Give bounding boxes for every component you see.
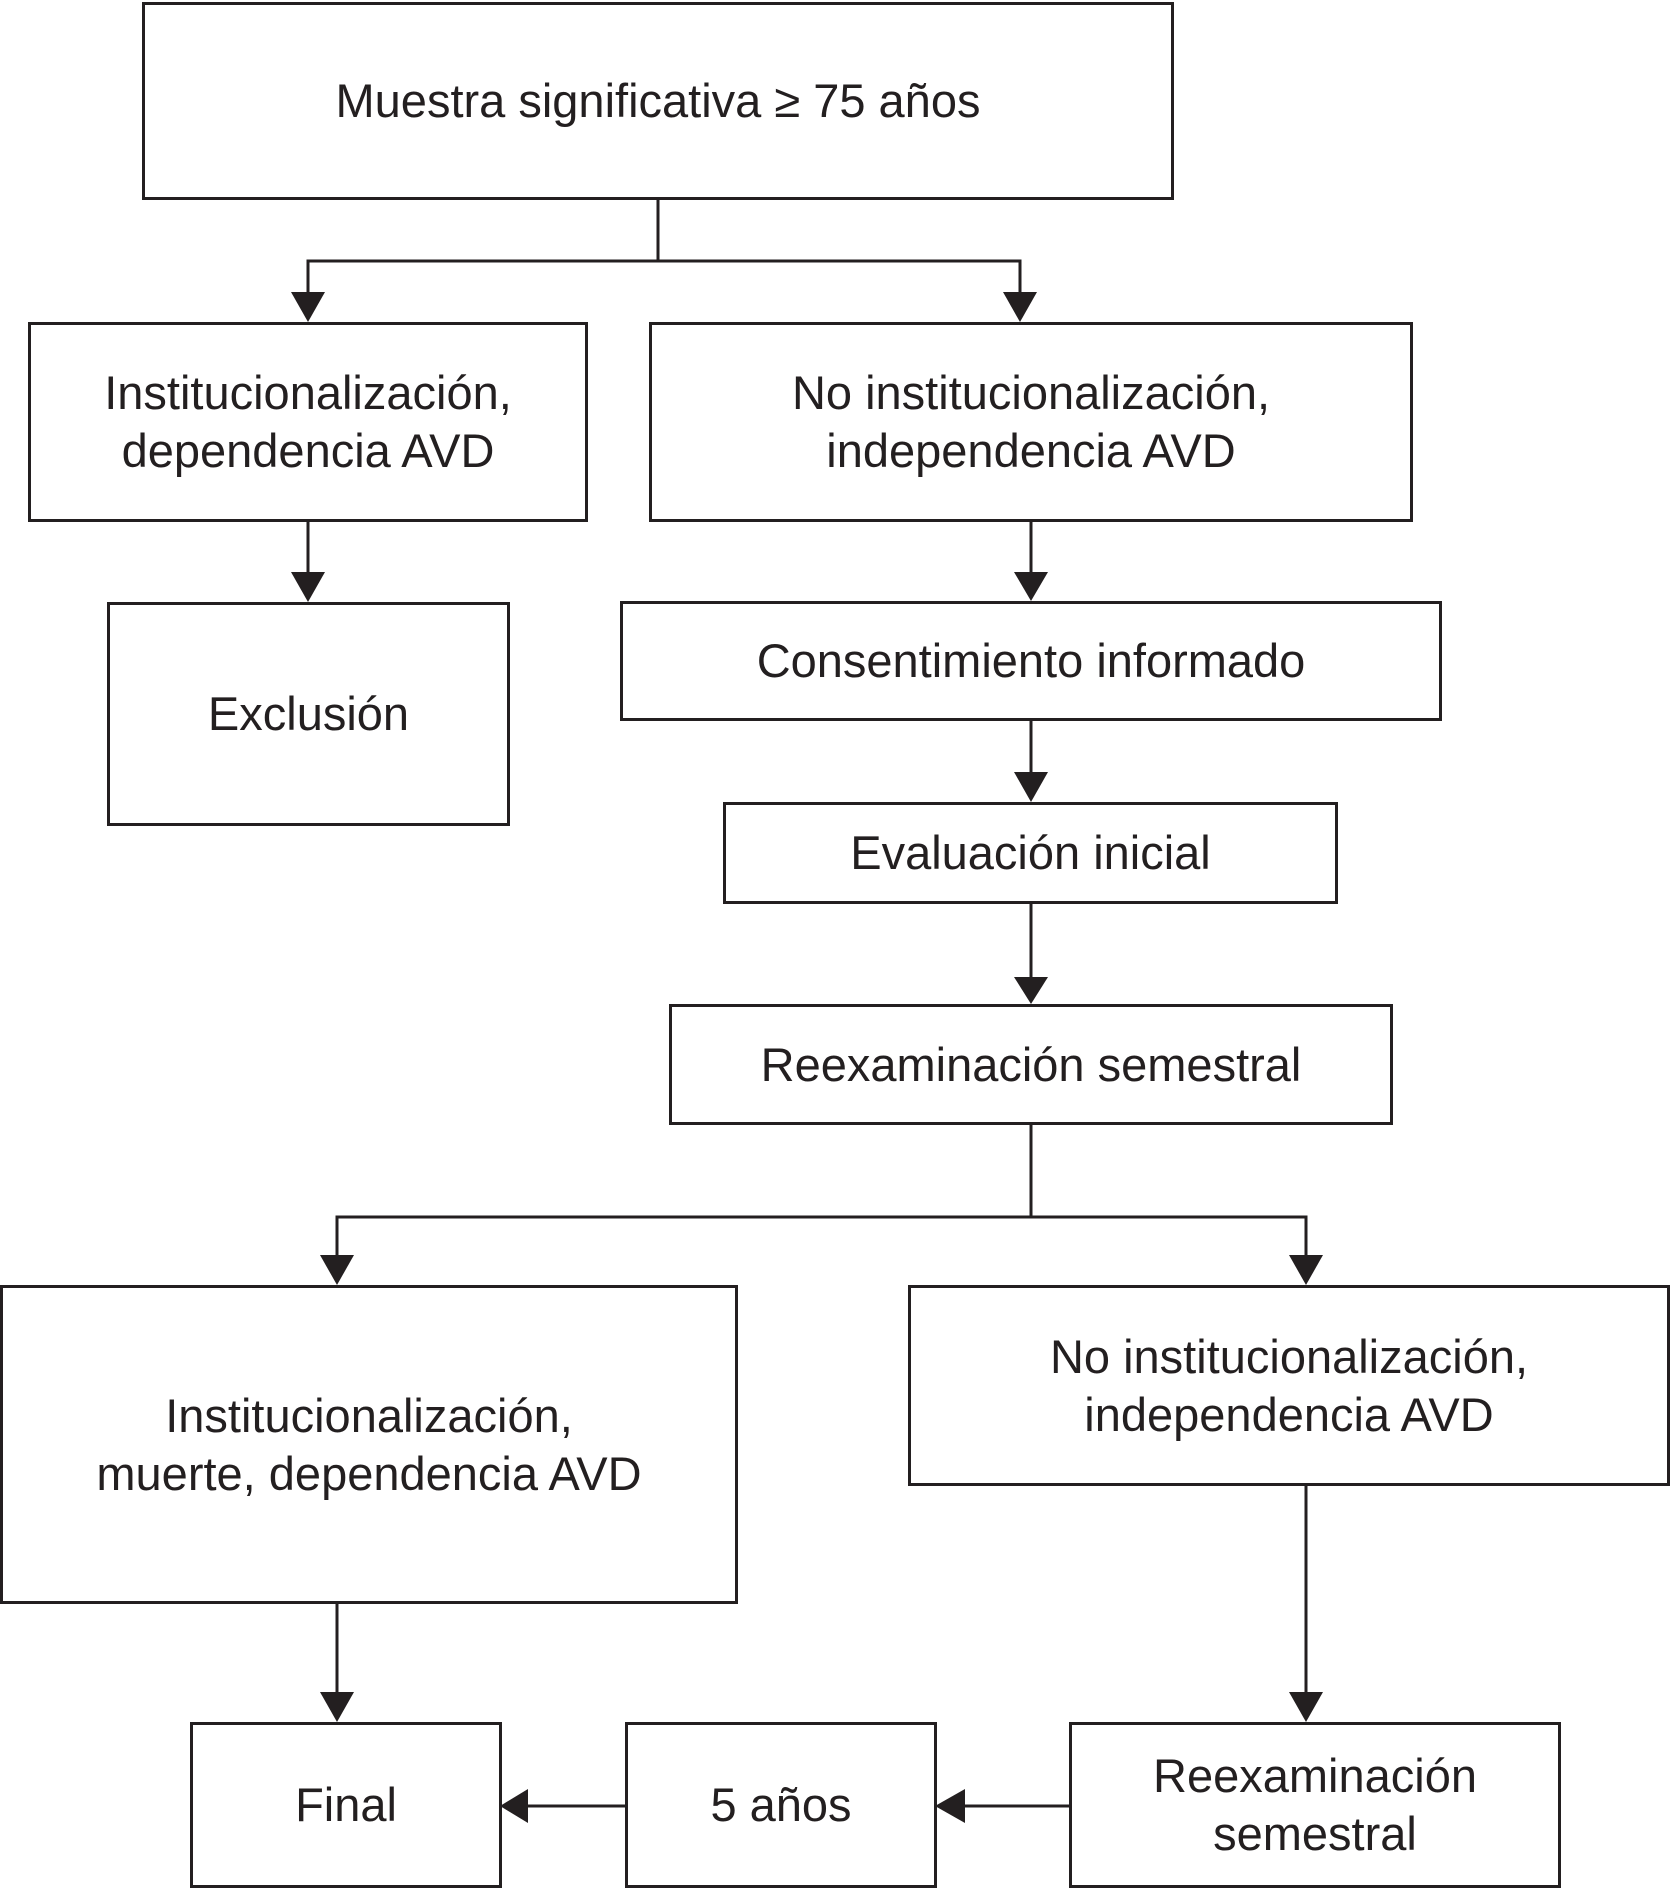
node-semester-review-2-line-2: semestral [1213, 1807, 1417, 1860]
node-excluded-criteria-line-1: Institucionalización, [104, 366, 512, 419]
node-excluded-criteria: Institucionalización, dependencia AVD [28, 322, 588, 522]
node-consent: Consentimiento informado [620, 601, 1442, 721]
connector-review-split-left [335, 1125, 1033, 1255]
node-included-criteria: No institucionalización, independencia A… [649, 322, 1413, 522]
arrowhead-consent [1014, 572, 1048, 601]
arrowhead-initial-evaluation [1014, 772, 1048, 802]
node-outcome-no-event: No institucionalización, independencia A… [908, 1285, 1670, 1486]
node-outcome-no-event-line-1: No institucionalización, [1049, 1329, 1529, 1383]
node-exclusion-text: Exclusión [207, 687, 410, 740]
node-final-text: Final [295, 1778, 397, 1831]
node-initial-evaluation: Evaluación inicial [723, 802, 1338, 904]
node-consent-text: Consentimiento informado [756, 634, 1306, 687]
node-included-criteria-line-1: No institucionalización, [791, 366, 1271, 419]
node-initial-evaluation-text: Evaluación inicial [850, 826, 1211, 879]
node-included-criteria-line-2: independencia AVD [826, 424, 1236, 477]
arrowhead-five-years [935, 1789, 965, 1823]
node-five-years: 5 años [625, 1722, 937, 1888]
node-semester-review-text: Reexaminación semestral [760, 1037, 1302, 1091]
node-semester-review-2-line-1: Reexaminación [1153, 1749, 1477, 1802]
arrowhead-semester-review-2 [1289, 1692, 1323, 1722]
node-sample-text: Muestra significativa ≥ 75 años [335, 74, 981, 127]
arrowhead-exclusion [291, 572, 325, 602]
arrowhead-outcome-no-event [1289, 1255, 1323, 1285]
connector-review-split-right [1031, 1215, 1308, 1255]
connector-sample-right [658, 259, 1022, 292]
node-excluded-criteria-line-2: dependencia AVD [121, 424, 495, 477]
node-sample: Muestra significativa ≥ 75 años [142, 2, 1174, 200]
node-semester-review: Reexaminación semestral [669, 1004, 1393, 1125]
node-final: Final [190, 1722, 502, 1888]
node-outcome-event-line-1: Institucionalización, [165, 1388, 573, 1442]
node-outcome-event: Institucionalización, muerte, dependenci… [0, 1285, 738, 1604]
arrowhead-excluded-criteria [291, 292, 325, 322]
arrowhead-semester-review [1014, 977, 1048, 1004]
arrowhead-outcome-event [320, 1255, 354, 1285]
node-outcome-event-line-2: muerte, dependencia AVD [96, 1446, 642, 1500]
arrowhead-included-criteria [1003, 292, 1037, 322]
node-semester-review-2: Reexaminación semestral [1069, 1722, 1561, 1888]
node-outcome-no-event-line-2: independencia AVD [1084, 1387, 1494, 1441]
connector-sample-split [306, 200, 660, 292]
arrowhead-final [320, 1692, 354, 1722]
node-exclusion: Exclusión [107, 602, 510, 826]
node-five-years-text: 5 años [710, 1778, 852, 1831]
arrowhead-final-left [500, 1789, 528, 1823]
